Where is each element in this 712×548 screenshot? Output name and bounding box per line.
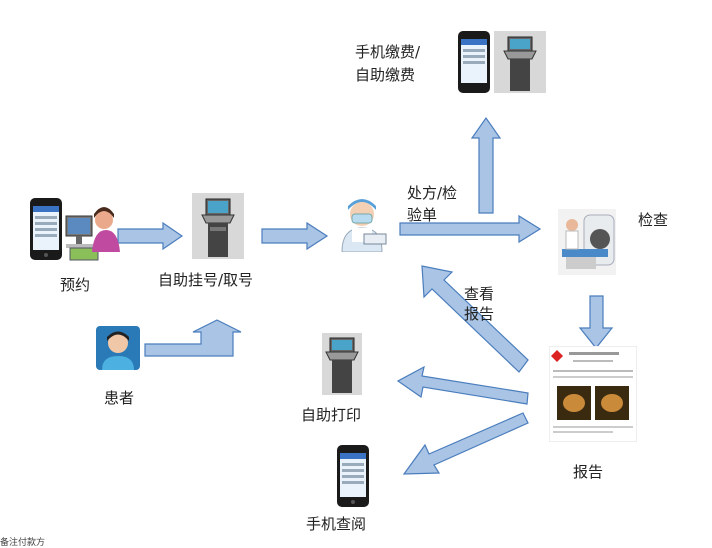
report-document-icon	[549, 346, 637, 442]
report-label: 报告	[573, 463, 604, 481]
appointment-label: 预约	[60, 276, 91, 294]
view-report-label-line2: 报告	[464, 305, 495, 323]
arrow-report-to-doctor	[421, 265, 529, 373]
phone-icon	[337, 445, 369, 507]
arrow-doctor-to-exam	[399, 214, 542, 244]
print-kiosk-icon	[322, 333, 362, 395]
arrow-report-to-print	[396, 365, 529, 405]
patient-label: 患者	[104, 389, 135, 407]
arrow-patient-to-register	[144, 319, 242, 357]
footnote: 备注付款方	[0, 538, 46, 548]
arrow-register-to-doctor	[261, 221, 329, 251]
payment-icon	[458, 31, 546, 93]
mri-scanner-icon	[558, 209, 616, 275]
mobile-view-label: 手机查阅	[306, 515, 367, 533]
patient-avatar-icon	[96, 326, 140, 370]
prescription-label-line1: 处方/检	[407, 184, 458, 202]
arrow-to-payment	[470, 116, 502, 214]
kiosk-register-label: 自助挂号/取号	[158, 271, 254, 289]
appointment-icon	[30, 198, 120, 261]
arrow-appointment-to-register	[117, 221, 184, 251]
payment-label-line1: 手机缴费/	[355, 43, 421, 61]
arrow-report-to-mobile	[402, 412, 529, 475]
self-service-kiosk-icon	[192, 193, 244, 259]
arrow-exam-to-report	[578, 295, 614, 349]
prescription-label-line2: 验单	[407, 206, 438, 224]
view-report-label-line1: 查看	[464, 285, 495, 303]
self-print-label: 自助打印	[301, 406, 362, 424]
examination-label: 检查	[638, 211, 669, 229]
doctor-icon	[341, 199, 387, 252]
payment-label-line2: 自助缴费	[355, 66, 416, 84]
